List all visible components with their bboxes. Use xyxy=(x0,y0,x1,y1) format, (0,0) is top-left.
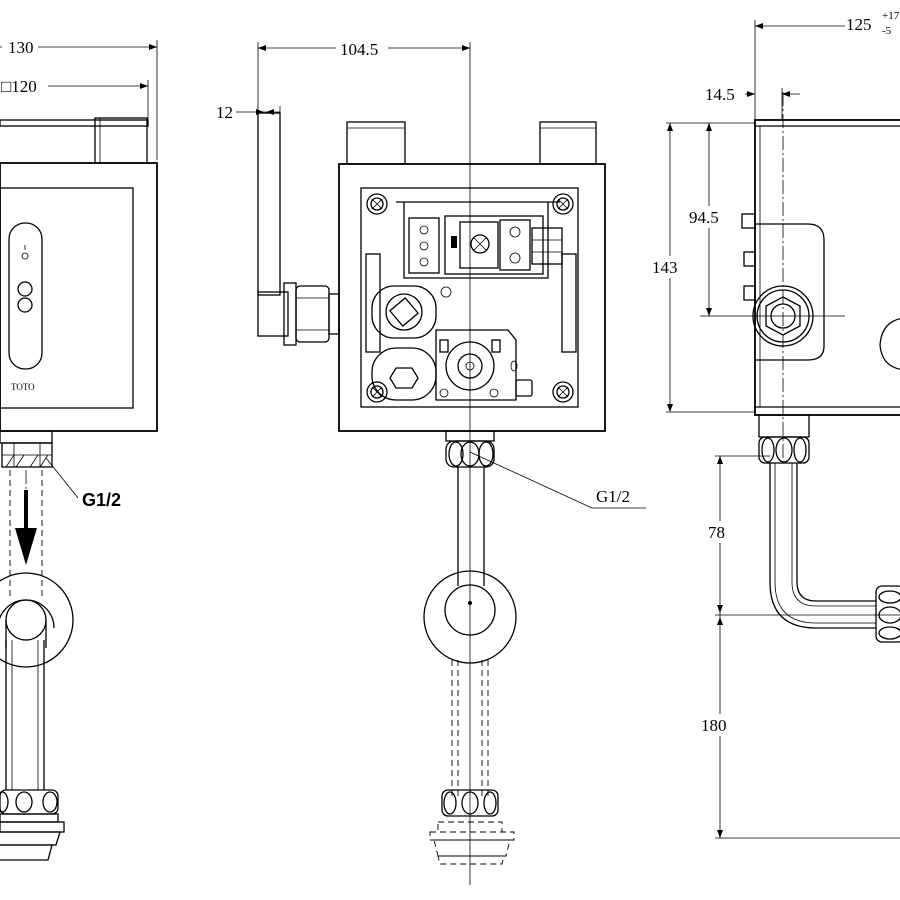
side-view: 125 +17 -5 14.5 143 94.5 xyxy=(648,10,900,839)
dim-143: 143 xyxy=(652,258,678,277)
thread-label-g12: G1/2 xyxy=(596,487,630,506)
dim-12: 12 xyxy=(216,103,233,122)
flow-arrow-icon xyxy=(15,528,37,565)
front-view: 130 □120 TOTO G1/2 xyxy=(0,36,158,861)
brand-logo: TOTO xyxy=(11,382,35,392)
dim-78: 78 xyxy=(708,523,725,542)
dim-94-5: 94.5 xyxy=(689,208,719,227)
sensor-eye-icon xyxy=(17,297,33,313)
dim-tolerance-minus: -5 xyxy=(882,25,892,37)
back-view: 104.5 12 xyxy=(216,38,646,885)
dim-125: 125 xyxy=(846,15,872,34)
dim-square-120: □120 xyxy=(1,77,37,96)
screw-icon xyxy=(552,381,574,403)
sensor-eye-icon xyxy=(17,281,33,297)
thread-label-g12: G1/2 xyxy=(82,490,121,510)
dim-180: 180 xyxy=(701,716,727,735)
dim-tolerance-plus: +17 xyxy=(882,10,900,22)
screw-icon xyxy=(366,193,388,215)
screw-icon xyxy=(552,193,574,215)
screw-icon xyxy=(366,381,388,403)
screw-icon xyxy=(470,234,490,254)
dim-130: 130 xyxy=(8,38,34,57)
dim-14-5: 14.5 xyxy=(705,85,735,104)
dim-104-5: 104.5 xyxy=(340,40,378,59)
